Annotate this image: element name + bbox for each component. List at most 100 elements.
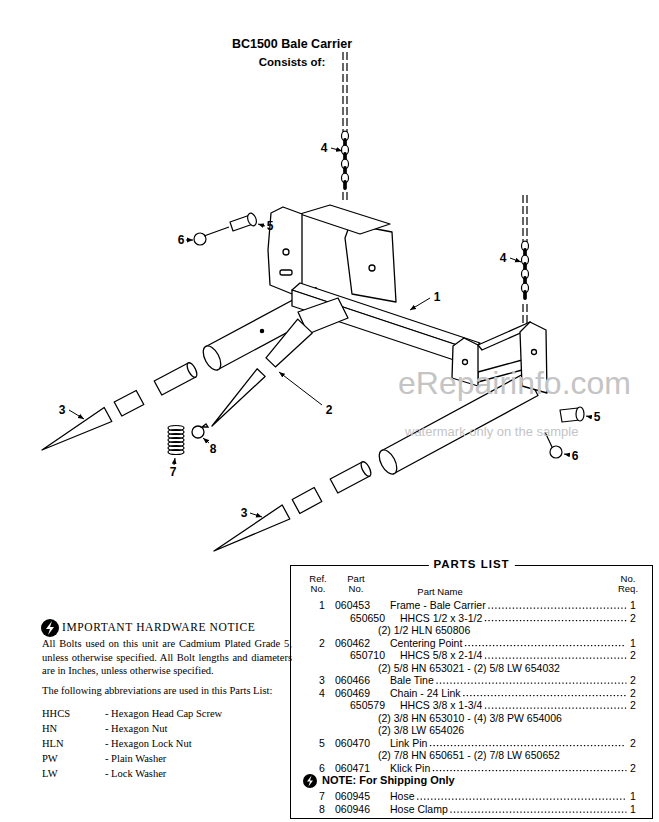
warning-icon bbox=[41, 619, 59, 637]
table-cell: 060462 bbox=[335, 637, 370, 650]
table-cell: HHCS 5/8 x 2-1/4 bbox=[400, 649, 482, 662]
table-cell: 650579 bbox=[350, 699, 385, 712]
table-cell: (2) 7/8 HN 650651 - (2) 7/8 LW 650652 bbox=[378, 749, 560, 762]
leader-line bbox=[258, 224, 265, 226]
chain bbox=[522, 304, 523, 326]
table-cell: Klick Pin bbox=[390, 762, 430, 775]
leader-line bbox=[410, 298, 430, 310]
leader-line bbox=[510, 258, 521, 262]
box-heading: PARTS LIST bbox=[428, 558, 514, 572]
bale-tine bbox=[114, 391, 144, 417]
frame bbox=[369, 265, 375, 271]
callout-number: 5 bbox=[267, 219, 274, 233]
table-cell: 2 bbox=[630, 762, 636, 775]
bale-tine bbox=[292, 488, 322, 514]
table-cell: 060471 bbox=[335, 762, 370, 775]
table-cell: 1 bbox=[630, 803, 636, 816]
table-header: Ref. No. bbox=[304, 574, 332, 595]
leader-line bbox=[174, 458, 175, 465]
table-cell: Hose bbox=[390, 790, 415, 803]
leader-line bbox=[186, 240, 193, 241]
dot-leader bbox=[489, 608, 626, 609]
table-cell: Link Pin bbox=[390, 737, 427, 750]
dot-leader bbox=[485, 708, 626, 709]
table-cell: (2) 3/8 LW 654026 bbox=[378, 724, 464, 737]
table-cell: 060470 bbox=[335, 737, 370, 750]
table-header: Part No. bbox=[342, 574, 370, 595]
table-cell: 2 bbox=[630, 737, 636, 750]
table-cell: Frame - Bale Carrier bbox=[390, 599, 486, 612]
abbreviation: HN bbox=[42, 723, 57, 736]
dot-leader bbox=[464, 695, 626, 696]
frame bbox=[283, 249, 289, 255]
abbreviation: HHCS bbox=[42, 708, 70, 721]
table-cell: Centering Point bbox=[390, 637, 462, 650]
bale-tine bbox=[185, 361, 199, 378]
pins bbox=[204, 227, 229, 236]
pins bbox=[576, 407, 584, 421]
callout-number: 4 bbox=[321, 141, 328, 155]
notice-heading: IMPORTANT HARDWARE NOTICE bbox=[62, 621, 255, 635]
centering-point bbox=[266, 319, 312, 367]
centering-point bbox=[212, 298, 348, 426]
table-cell: HHCS 1/2 x 3-1/2 bbox=[400, 612, 482, 625]
pins bbox=[550, 446, 562, 458]
warning-icon bbox=[303, 774, 317, 788]
callout-number: 3 bbox=[241, 506, 248, 520]
callout-number: 1 bbox=[434, 290, 441, 304]
callout-number: 4 bbox=[500, 251, 507, 265]
table-cell: 650650 bbox=[350, 612, 385, 625]
callout-number: 2 bbox=[326, 403, 333, 417]
watermark: watermark only on the sample bbox=[405, 424, 578, 440]
bale-tine bbox=[359, 460, 373, 477]
table-cell: 060469 bbox=[335, 687, 370, 700]
notice-text: The following abbreviations are used in … bbox=[42, 684, 292, 698]
bale-tine bbox=[42, 408, 112, 451]
dot-leader bbox=[485, 620, 626, 621]
leader-line bbox=[203, 438, 209, 443]
table-cell: Hose Clamp bbox=[390, 803, 448, 816]
hose-clamp bbox=[192, 426, 204, 438]
table-cell: 060466 bbox=[335, 674, 370, 687]
table-cell: 4 bbox=[319, 687, 325, 700]
callout-number: 6 bbox=[572, 449, 579, 463]
table-cell: 3 bbox=[319, 674, 325, 687]
dot-leader bbox=[465, 645, 626, 646]
table-cell: 1 bbox=[630, 599, 636, 612]
hose-clamp bbox=[192, 424, 208, 438]
table-cell: 060945 bbox=[335, 790, 370, 803]
warning-icon bbox=[41, 619, 317, 788]
table-cell: 2 bbox=[630, 699, 636, 712]
table-cell: 2 bbox=[630, 674, 636, 687]
abbreviation: - Lock Washer bbox=[105, 768, 166, 781]
leader-line bbox=[69, 410, 84, 419]
table-cell: 2 bbox=[630, 687, 636, 700]
frame bbox=[345, 224, 396, 302]
callout-number: 3 bbox=[59, 403, 66, 417]
chain bbox=[342, 192, 343, 202]
frame bbox=[532, 350, 537, 355]
warning-icon bbox=[46, 621, 54, 635]
table-cell: 060453 bbox=[335, 599, 370, 612]
frame bbox=[280, 270, 292, 275]
frame bbox=[260, 329, 263, 332]
dot-leader bbox=[437, 683, 626, 684]
table-cell: 2 bbox=[630, 649, 636, 662]
note: NOTE: For Shipping Only bbox=[322, 774, 455, 787]
hose-clamp bbox=[202, 424, 208, 427]
frame bbox=[292, 283, 480, 350]
table-cell: 1 bbox=[630, 790, 636, 803]
pins bbox=[246, 212, 258, 227]
subtitle: Consists of: bbox=[259, 56, 325, 70]
dot-leader bbox=[418, 799, 627, 800]
dot-leader bbox=[430, 745, 626, 746]
bale-tine bbox=[42, 361, 373, 551]
table-cell: 2 bbox=[630, 612, 636, 625]
bale-tine bbox=[214, 505, 290, 551]
abbreviation: - Hexagon Nut bbox=[105, 723, 167, 736]
abbreviation: HLN bbox=[42, 738, 64, 751]
table-cell: (2) 3/8 HN 653010 - (4) 3/8 PW 654006 bbox=[378, 712, 562, 725]
pins bbox=[194, 233, 206, 245]
leader-line bbox=[250, 513, 262, 517]
leader-line bbox=[586, 416, 591, 417]
